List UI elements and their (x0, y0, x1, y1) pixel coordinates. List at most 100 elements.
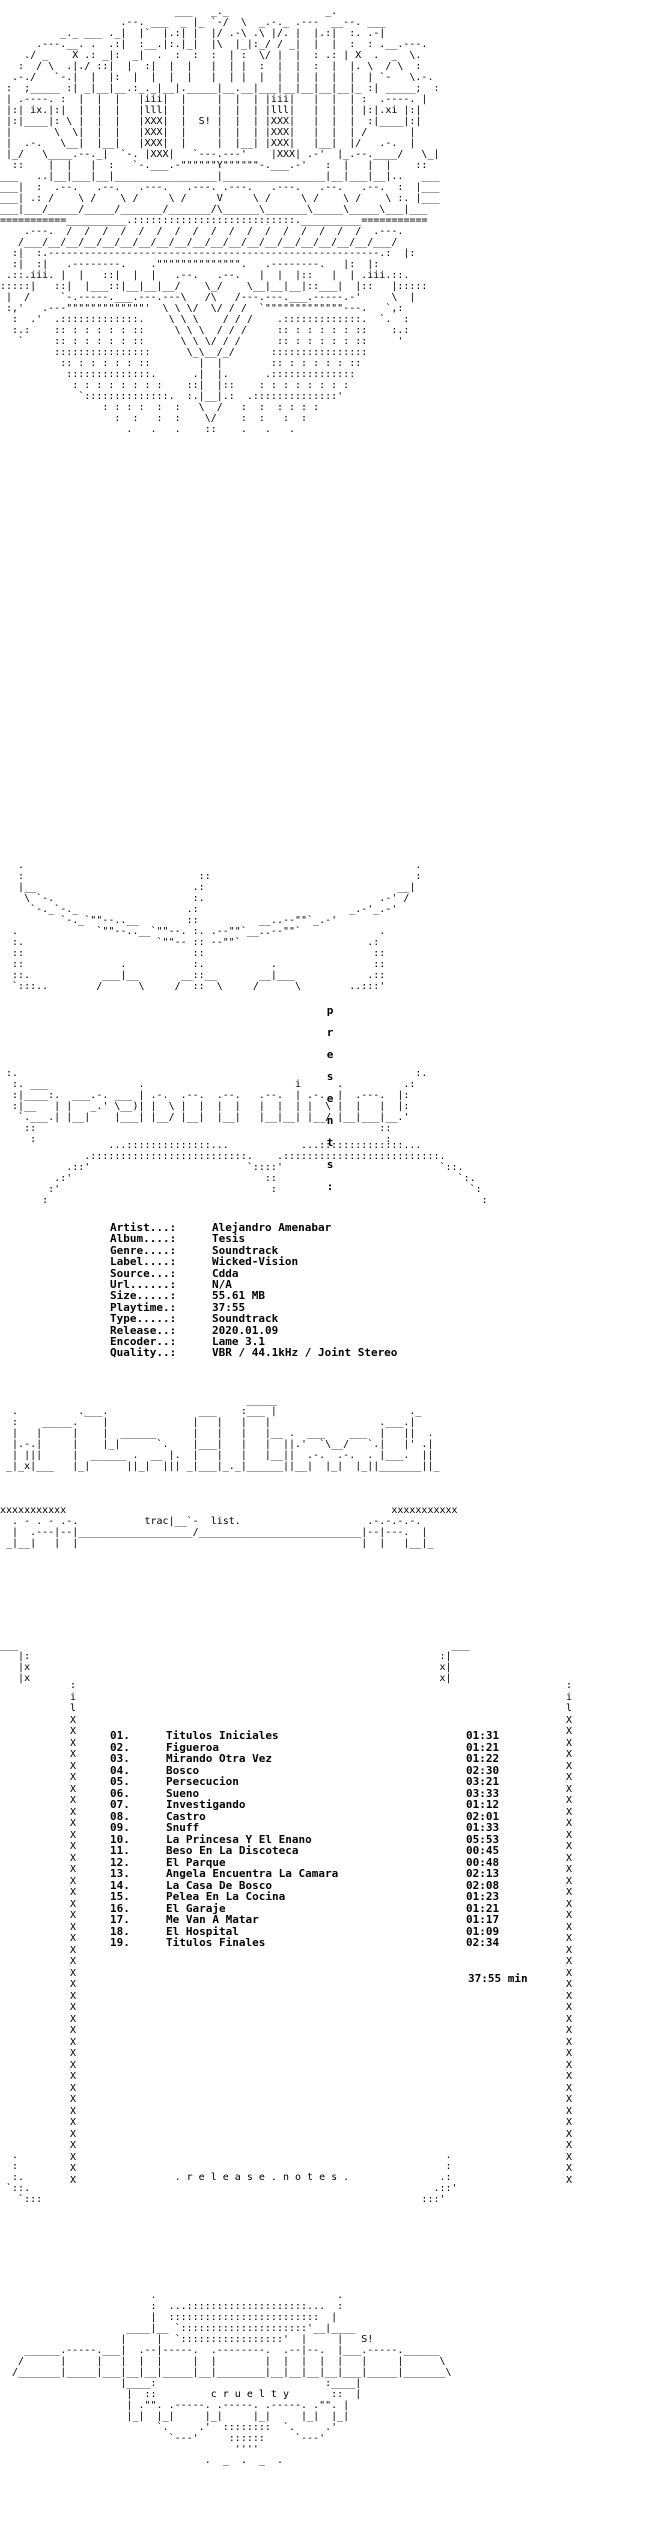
info-key: Encoder..: (110, 1335, 177, 1349)
track-duration: 01:22 (466, 1752, 500, 1765)
track-title: El Hospital (166, 1924, 239, 1938)
presents-letter: e (326, 1048, 334, 1061)
track-title: Castro (166, 1809, 206, 1823)
info-value: 2020.01.09 (212, 1323, 279, 1337)
track-row: 18. El Hospital 01:09 (110, 1924, 516, 1938)
presents-letter: s (326, 1070, 334, 1083)
info-value: Cdda (212, 1266, 239, 1280)
track-duration: 00:45 (466, 1844, 500, 1857)
track-title: El Garaje (166, 1901, 226, 1915)
track-title: Figueroa (166, 1740, 219, 1754)
info-value: Wicked-Vision (212, 1255, 299, 1269)
track-title: Titulos Finales (166, 1936, 266, 1949)
track-duration: 02:08 (466, 1878, 500, 1892)
track-row: 13. Angela Encuentra La Camara 02:13 (110, 1868, 516, 1880)
info-value: N/A (212, 1278, 232, 1292)
group-logo-ascii: :. :. :. ___ . i . .: :|____:. ___.-. __… (6, 1068, 428, 1145)
header-ascii-art: ___ _._ _. .--. ___ _ |_ `-/ \ _.-._ .--… (0, 6, 440, 435)
track-number: 11. (110, 1844, 130, 1857)
track-row: 14. La Casa De Bosco 02:08 (110, 1878, 516, 1892)
presents-letter: : (326, 1180, 334, 1193)
track-title: Angela Encuentra La Camara (166, 1867, 339, 1880)
track-title: Investigando (166, 1798, 246, 1811)
info-row: Type.....:Soundtrack (110, 1312, 397, 1326)
info-value: Alejandro Amenabar (212, 1221, 332, 1234)
info-value: Lame 3.1 (212, 1335, 265, 1349)
info-row: Label....: Wicked-Vision (110, 1255, 397, 1269)
info-key: Quality..: (110, 1346, 177, 1360)
track-title: Me Van A Matar (166, 1913, 259, 1926)
track-number: 13. (110, 1867, 130, 1880)
track-number: 18. (110, 1924, 130, 1938)
info-row: Release..:2020.01.09 (110, 1323, 397, 1337)
total-playtime: 37:55 min (468, 1972, 528, 1985)
track-duration: 02:13 (466, 1867, 500, 1880)
track-duration: 03:33 (466, 1786, 500, 1800)
presents-letter: r (326, 1026, 334, 1039)
track-title: La Princesa Y El Enano (166, 1832, 312, 1846)
track-duration: 02:30 (466, 1763, 500, 1777)
track-title: Bosco (166, 1763, 200, 1777)
info-row: Genre....:Soundtrack (110, 1243, 397, 1257)
track-duration: 01:21 (466, 1740, 500, 1754)
info-value: Soundtrack (212, 1312, 279, 1326)
track-duration: 02:01 (466, 1809, 500, 1823)
info-key: Artist...: (110, 1221, 177, 1234)
info-value: 55.61 MB (212, 1289, 265, 1303)
tracklist-header-ascii: xxxxxxxxxxx xxxxxxxxxxx . - . - .-. trac… (0, 1505, 458, 1549)
track-title: Mirando Otra Vez (166, 1752, 272, 1765)
track-duration: 01:09 (466, 1924, 500, 1938)
cruelty-footer-ascii: . . : ...::::::::::::::::::::... : | :::… (12, 2290, 452, 2466)
track-number: 12. (110, 1855, 130, 1869)
track-duration: 01:33 (466, 1821, 500, 1834)
track-title: Snuff (166, 1821, 200, 1834)
info-row: Playtime.:37:55 (110, 1300, 397, 1314)
track-duration: 05:53 (466, 1832, 500, 1846)
info-row: Encoder..: Lame 3.1 (110, 1335, 397, 1349)
info-bridge-ascii: ...::::::::::::::... ...::::::::::::::..… (42, 1140, 488, 1206)
presents-letter: e (326, 1092, 334, 1105)
cover-brand-ascii: _____ . .___. ___ :___ | ._ : _____. | |… (6, 1395, 440, 1472)
info-value: VBR / 44.1kHz / Joint Stereo (212, 1346, 398, 1360)
track-duration: 00:48 (466, 1855, 500, 1869)
right-x-column: : i l X X X X X X X X X X X X X X X X X … (566, 1680, 573, 2186)
track-duration: 01:23 (466, 1890, 500, 1903)
track-number: 10. (110, 1832, 130, 1846)
track-row: 10. La Princesa Y El Enano 05:53 (110, 1832, 516, 1846)
presents-letter: s (326, 1158, 334, 1171)
info-key: Source...: (110, 1266, 177, 1280)
info-row: Source...: Cdda (110, 1266, 397, 1280)
info-row: Quality..: VBR / 44.1kHz / Joint Stereo (110, 1346, 398, 1360)
info-key: Playtime.: (110, 1300, 177, 1314)
track-title: Beso En La Discoteca (166, 1844, 299, 1857)
presents-letter: p (326, 1004, 334, 1017)
track-title: La Casa De Bosco (166, 1878, 272, 1892)
info-key: Label....: (110, 1255, 177, 1269)
left-x-column: : i l X X X X X X X X X X X X X X X X X … (70, 1680, 77, 2186)
info-value: Tesis (212, 1232, 246, 1246)
info-value: Soundtrack (212, 1243, 279, 1257)
info-key: Size.....: (110, 1289, 177, 1303)
presents-letter: n (326, 1114, 334, 1127)
track-number: 14. (110, 1878, 130, 1892)
info-row: Artist...: Alejandro Amenabar (110, 1221, 397, 1234)
track-title: Titulos Iniciales (166, 1729, 279, 1742)
track-number: 15. (110, 1890, 130, 1903)
track-title: Sueno (166, 1786, 200, 1800)
presents-letter: t (326, 1136, 334, 1149)
track-title: Pelea En La Cocina (166, 1890, 286, 1903)
track-number: 16. (110, 1901, 130, 1915)
info-row: Size.....: 55.61 MB (110, 1289, 397, 1303)
info-key: Url......: (110, 1278, 177, 1292)
